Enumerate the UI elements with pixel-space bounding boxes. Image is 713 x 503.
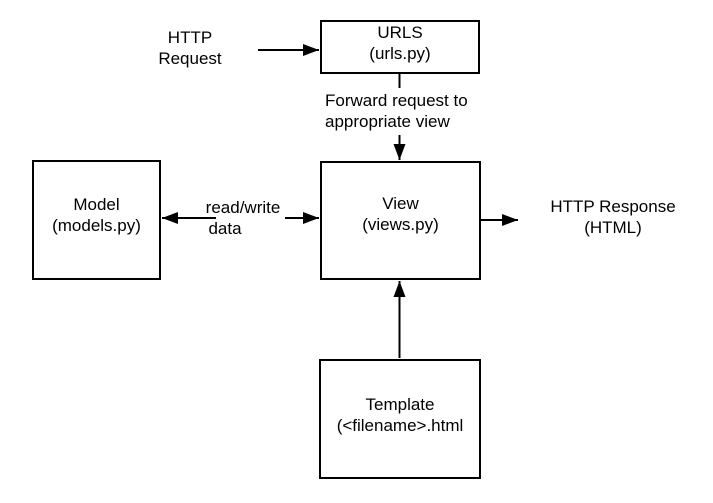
template-box-title: Template bbox=[365, 395, 435, 414]
view-box: View (views.py) bbox=[320, 161, 481, 280]
urls-box-title: URLS bbox=[377, 23, 423, 42]
data-label: data bbox=[208, 219, 242, 238]
http-request-label: HTTP Request bbox=[158, 28, 222, 68]
view-box-subtitle: (views.py) bbox=[362, 215, 439, 234]
forward-request-label: Forward request to appropriate view bbox=[325, 91, 468, 131]
template-box-subtitle: (<filename>.html bbox=[336, 416, 464, 435]
template-box: Template (<filename>.html bbox=[319, 359, 481, 479]
urls-box: URLS (urls.py) bbox=[320, 20, 480, 74]
model-box: Model (models.py) bbox=[32, 160, 161, 280]
view-box-title: View bbox=[382, 194, 419, 213]
urls-box-subtitle: (urls.py) bbox=[369, 44, 431, 63]
read-write-label: read/write bbox=[205, 198, 281, 217]
model-box-subtitle: (models.py) bbox=[52, 216, 141, 235]
http-response-label: HTTP Response (HTML) bbox=[550, 197, 676, 237]
model-box-title: Model bbox=[73, 195, 120, 214]
